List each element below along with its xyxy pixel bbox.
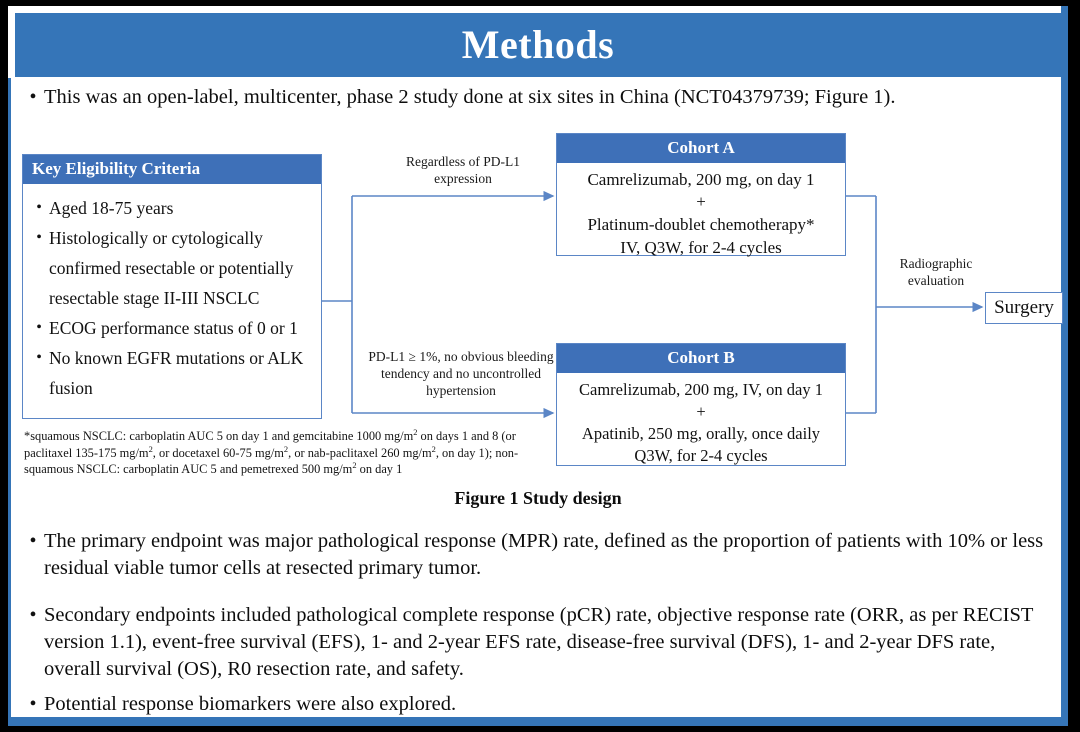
- surgery-box: Surgery: [985, 292, 1063, 324]
- footnote-sup2: 2: [148, 443, 153, 454]
- footnote-sup1: 2: [413, 426, 418, 437]
- bullet-marker-icon: •: [29, 86, 37, 108]
- footnote-part2: on days 1 and 8 (or paclitaxel 135-175 m…: [24, 429, 516, 460]
- list-item: • Histologically or cytologically confir…: [29, 223, 315, 313]
- footnote-sup5: 2: [352, 459, 357, 470]
- cohort-b-line1: Camrelizumab, 200 mg, IV, on day 1: [579, 379, 823, 399]
- bottom-accent-bar: [8, 717, 1068, 726]
- cohort-a-plus: +: [696, 192, 706, 212]
- bullet-marker-icon: •: [36, 198, 42, 216]
- footnote-part6: on day 1: [356, 462, 403, 476]
- bullet-primary-endpoint: • The primary endpoint was major patholo…: [22, 528, 1054, 582]
- footnote-part5: , on day 1); non-squamous NSCLC: carbopl…: [24, 445, 519, 477]
- eligibility-item-mutations: No known EGFR mutations or ALK fusion: [49, 347, 304, 398]
- eligibility-item-age: Aged 18-75 years: [49, 197, 174, 218]
- eligibility-criteria-header: Key Eligibility Criteria: [23, 155, 321, 184]
- cohort-a-header: Cohort A: [557, 134, 845, 163]
- cohort-b-plus: +: [696, 401, 706, 421]
- footnote-part3: , or docetaxel 60-75 mg/m: [152, 445, 284, 460]
- slide-content-area: Methods • This was an open-label, multic…: [8, 6, 1068, 726]
- cohort-b-line2: Apatinib, 250 mg, orally, once daily: [581, 424, 821, 444]
- bullet-marker-icon: •: [29, 604, 37, 626]
- page-title: Methods: [461, 22, 615, 67]
- label-radiographic-evaluation: Radiographic evaluation: [899, 256, 973, 288]
- bullet-secondary-endpoints-text: Secondary endpoints included pathologica…: [44, 604, 1034, 680]
- bullet-marker-icon: •: [29, 530, 37, 552]
- label-pdl1-criteria: PD-L1 ≥ 1%, no obvious bleeding tendency…: [368, 349, 554, 398]
- bullet-marker-icon: •: [29, 693, 37, 715]
- study-design-figure: Key Eligibility Criteria • Aged 18-75 ye…: [8, 116, 1068, 508]
- bullet-study-overview: • This was an open-label, multicenter, p…: [22, 84, 1052, 111]
- figure-footnote: *squamous NSCLC: carboplatin AUC 5 on da…: [24, 428, 564, 478]
- bullet-secondary-endpoints: • Secondary endpoints included pathologi…: [22, 602, 1054, 683]
- bullet-marker-icon: •: [36, 228, 42, 246]
- footnote-sup3: 2: [283, 443, 289, 454]
- footnote-part4: , or nab-paclitaxel 260 mg/m: [288, 445, 432, 460]
- eligibility-item-histology: Histologically or cytologically confirme…: [49, 227, 294, 308]
- cohort-b-box: Cohort B Camrelizumab, 200 mg, IV, on da…: [556, 343, 846, 466]
- list-item: • ECOG performance status of 0 or 1: [29, 313, 315, 343]
- bullet-study-overview-text: This was an open-label, multicenter, pha…: [44, 86, 896, 108]
- cohort-a-line1: Camrelizumab, 200 mg, on day 1: [587, 169, 815, 189]
- footnote-part1: *squamous NSCLC: carboplatin AUC 5 on da…: [24, 429, 414, 443]
- footnote-sup4: 2: [431, 443, 436, 454]
- bullet-primary-endpoint-text: The primary endpoint was major pathologi…: [44, 530, 1044, 579]
- surgery-label: Surgery: [994, 297, 1054, 318]
- list-item: • Aged 18-75 years: [29, 193, 315, 223]
- bullet-biomarkers-text: Potential response biomarkers were also …: [44, 693, 457, 715]
- cohort-b-line3: Q3W, for 2-4 cycles: [634, 446, 768, 466]
- list-item: • No known EGFR mutations or ALK fusion: [29, 343, 315, 403]
- bullet-marker-icon: •: [36, 318, 42, 336]
- cohort-a-line2: Platinum-doublet chemotherapy*: [587, 215, 815, 235]
- eligibility-criteria-box: Key Eligibility Criteria • Aged 18-75 ye…: [22, 154, 322, 419]
- bullet-marker-icon: •: [36, 348, 42, 366]
- cohort-b-header: Cohort B: [557, 344, 845, 373]
- cohort-a-box: Cohort A Camrelizumab, 200 mg, on day 1 …: [556, 133, 846, 257]
- slide-title-bar: Methods: [15, 13, 1061, 77]
- figure-caption: Figure 1 Study design: [454, 488, 622, 508]
- right-accent-bar: [1061, 6, 1068, 726]
- eligibility-item-ecog: ECOG performance status of 0 or 1: [49, 317, 298, 338]
- cohort-a-line3: IV, Q3W, for 2-4 cycles: [620, 238, 782, 258]
- bullet-biomarkers: • Potential response biomarkers were als…: [22, 691, 1022, 718]
- cohort-b-body: Camrelizumab, 200 mg, IV, on day 1 + Apa…: [557, 373, 845, 476]
- left-accent-line: [8, 78, 11, 726]
- label-regardless-pdl1: Regardless of PD-L1 expression: [406, 154, 520, 186]
- eligibility-criteria-list: • Aged 18-75 years • Histologically or c…: [23, 184, 321, 403]
- cohort-a-body: Camrelizumab, 200 mg, on day 1 + Platinu…: [557, 163, 845, 269]
